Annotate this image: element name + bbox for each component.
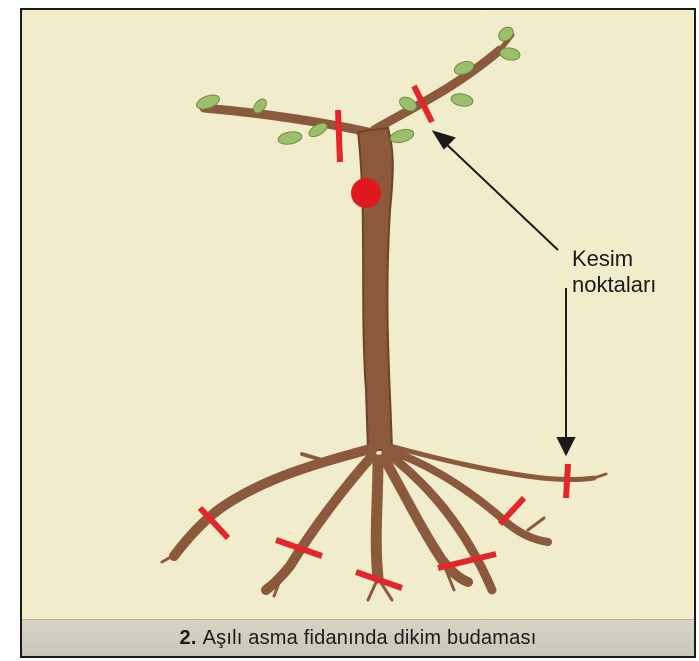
root-center xyxy=(376,460,378,578)
caption-bar: 2. Aşılı asma fidanında dikim budaması xyxy=(22,619,694,656)
cut-mark-left-shoot xyxy=(338,110,340,162)
cut-points-label-line2: noktaları xyxy=(572,272,656,298)
diagram-canvas: Kesim noktaları xyxy=(22,10,694,624)
caption-text: Aşılı asma fidanında dikim budaması xyxy=(203,627,537,649)
figure-caption: 2. Aşılı asma fidanında dikim budaması xyxy=(180,627,537,650)
cut-points-label: Kesim noktaları xyxy=(572,246,656,298)
paper-texture xyxy=(22,10,696,624)
figure-frame: Kesim noktaları 2. Aşılı asma fidanında d… xyxy=(20,8,696,658)
grapevine-diagram xyxy=(22,10,696,624)
caption-number: 2. xyxy=(180,627,197,649)
graft-point xyxy=(351,178,381,208)
cut-mark-root xyxy=(566,464,568,498)
cut-points-label-line1: Kesim xyxy=(572,246,656,272)
